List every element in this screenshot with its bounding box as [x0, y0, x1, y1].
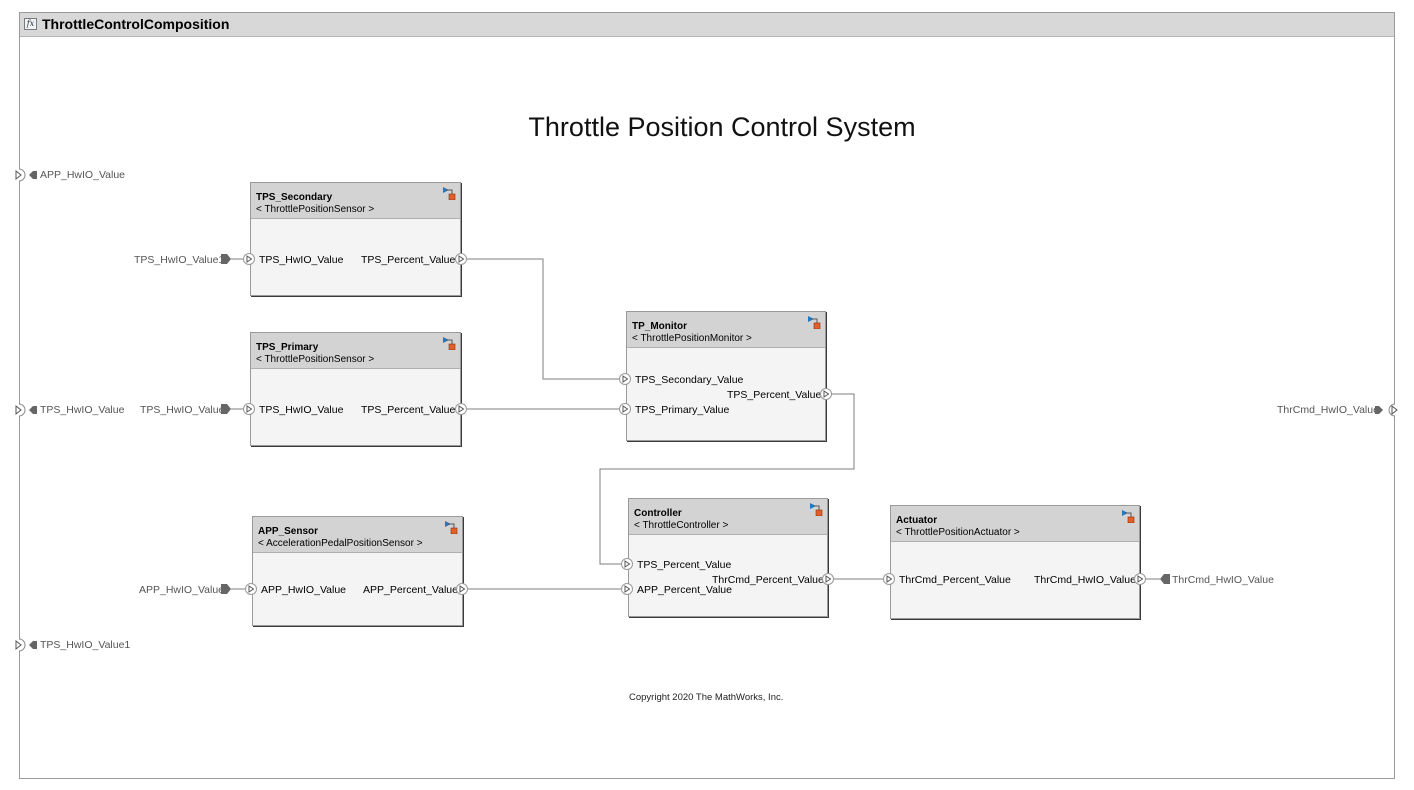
block-name: TPS_Secondary	[256, 192, 333, 203]
block-header: Controller < ThrottleController >	[629, 499, 827, 535]
block-type: < ThrottleController >	[634, 520, 729, 531]
outport-arrow-icon[interactable]	[820, 388, 832, 400]
boundary-port-tps1-label: TPS_HwIO_Value1	[40, 639, 131, 651]
composition-frame: fx ThrottleControlComposition	[19, 12, 1395, 779]
component-tps-primary[interactable]: TPS_Primary < ThrottlePositionSensor >	[250, 332, 461, 446]
inport-arrow-icon[interactable]	[243, 253, 255, 265]
outport-arrow-icon[interactable]	[822, 573, 834, 585]
block-header: TP_Monitor < ThrottlePositionMonitor >	[627, 312, 825, 348]
inport-label: TPS_Primary_Value	[635, 404, 730, 416]
block-header: TPS_Secondary < ThrottlePositionSensor >	[251, 183, 460, 219]
boundary-port-thrcmd-label: ThrCmd_HwIO_Value	[1277, 404, 1379, 416]
block-header: Actuator < ThrottlePositionActuator >	[891, 506, 1139, 542]
component-controller[interactable]: Controller < ThrottleController >	[628, 498, 828, 617]
tag-tps-hwio-value: TPS_HwIO_Value	[140, 404, 225, 416]
from-tag-icon	[221, 404, 231, 414]
outport-label: TPS_Percent_Value	[361, 404, 456, 416]
block-type: < ThrottlePositionActuator >	[896, 527, 1020, 538]
block-type: < ThrottlePositionSensor >	[256, 204, 375, 215]
inport-arrow-icon[interactable]	[883, 573, 895, 585]
copyright-note: Copyright 2020 The MathWorks, Inc.	[629, 692, 784, 703]
autosar-component-icon	[445, 521, 458, 534]
block-type: < AccelerationPedalPositionSensor >	[258, 538, 423, 549]
from-tag-icon	[221, 584, 231, 594]
wire-monitor-to-controller	[599, 393, 855, 565]
component-app-sensor[interactable]: APP_Sensor < AccelerationPedalPositionSe…	[252, 516, 463, 626]
from-tag-icon	[221, 254, 231, 264]
component-actuator[interactable]: Actuator < ThrottlePositionActuator >	[890, 505, 1140, 619]
block-name: Actuator	[896, 515, 938, 526]
fx-icon: fx	[24, 18, 37, 30]
inport-arrow-icon[interactable]	[245, 583, 257, 595]
boundary-port-app-label: APP_HwIO_Value	[40, 169, 126, 181]
outport-label: TPS_Percent_Value	[361, 254, 456, 266]
outport-label: ThrCmd_HwIO_Value	[1034, 574, 1136, 586]
inport-label: TPS_HwIO_Value	[259, 404, 344, 416]
diagram-title: Throttle Position Control System	[528, 112, 916, 142]
component-tps-secondary[interactable]: TPS_Secondary < ThrottlePositionSensor >	[250, 182, 461, 296]
autosar-component-icon	[808, 316, 821, 329]
inport-label: TPS_HwIO_Value	[259, 254, 344, 266]
outport-label: ThrCmd_Percent_Value	[712, 574, 824, 586]
inport-label: APP_Percent_Value	[637, 584, 732, 596]
boundary-inport-icon[interactable]	[13, 403, 37, 417]
block-name: TP_Monitor	[632, 321, 687, 332]
inport-label: TPS_Secondary_Value	[635, 374, 744, 386]
outport-label: APP_Percent_Value	[363, 584, 458, 596]
boundary-inport-icon[interactable]	[13, 168, 37, 182]
inport-arrow-icon[interactable]	[619, 373, 631, 385]
block-name: TPS_Primary	[256, 342, 319, 353]
autosar-component-icon	[443, 187, 456, 200]
inport-label: ThrCmd_Percent_Value	[899, 574, 1011, 586]
inport-arrow-icon[interactable]	[619, 403, 631, 415]
autosar-component-icon	[443, 337, 456, 350]
block-header: APP_Sensor < AccelerationPedalPositionSe…	[253, 517, 462, 553]
outport-arrow-icon[interactable]	[455, 403, 467, 415]
wire-tps-secondary-to-monitor	[467, 258, 620, 380]
goto-tag-icon	[1160, 574, 1170, 584]
tag-tps-hwio-value1: TPS_HwIO_Value1	[134, 254, 225, 266]
block-header: TPS_Primary < ThrottlePositionSensor >	[251, 333, 460, 369]
block-name: APP_Sensor	[258, 526, 319, 537]
inport-arrow-icon[interactable]	[243, 403, 255, 415]
block-type: < ThrottlePositionMonitor >	[632, 333, 752, 344]
autosar-component-icon	[810, 503, 823, 516]
inport-arrow-icon[interactable]	[621, 583, 633, 595]
outport-arrow-icon[interactable]	[456, 583, 468, 595]
outport-arrow-icon[interactable]	[455, 253, 467, 265]
block-type: < ThrottlePositionSensor >	[256, 354, 375, 365]
tag-app-hwio-value: APP_HwIO_Value	[139, 584, 225, 596]
boundary-port-tps-label: TPS_HwIO_Value	[40, 404, 125, 416]
outport-arrow-icon[interactable]	[1134, 573, 1146, 585]
composition-title: ThrottleControlComposition	[42, 16, 230, 32]
inport-label: TPS_Percent_Value	[637, 559, 732, 571]
composition-header: fx ThrottleControlComposition	[20, 13, 1394, 37]
outport-label: TPS_Percent_Value	[727, 389, 822, 401]
inport-arrow-icon[interactable]	[621, 558, 633, 570]
boundary-inport-icon[interactable]	[13, 638, 37, 652]
inport-label: APP_HwIO_Value	[261, 584, 347, 596]
autosar-component-icon	[1122, 510, 1135, 523]
block-name: Controller	[634, 508, 682, 519]
boundary-outport-icon[interactable]	[1375, 403, 1401, 417]
tag-thrcmd-hwio-value: ThrCmd_HwIO_Value	[1172, 574, 1274, 586]
